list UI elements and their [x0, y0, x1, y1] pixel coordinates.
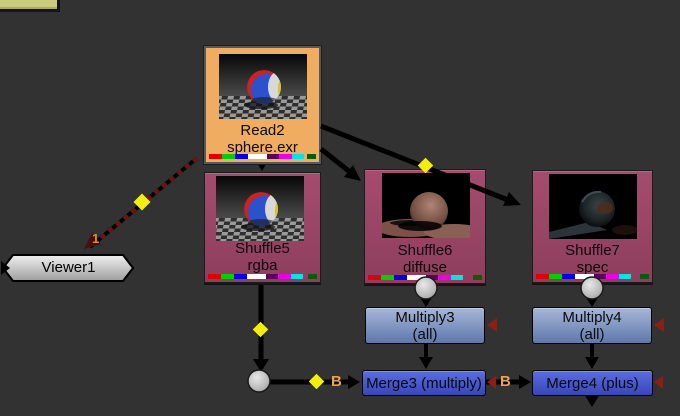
node-merge4[interactable]: Merge4 (plus): [532, 370, 653, 396]
channel-swatch: [235, 154, 248, 159]
channel-swatch: [222, 154, 235, 159]
channel-swatch: [209, 154, 222, 159]
shuffle6-output-dot[interactable]: [414, 276, 438, 300]
shuffle7-thumbnail: [549, 174, 637, 239]
channel-swatch: [549, 274, 562, 279]
channel-swatch: [221, 274, 234, 279]
arrowhead: [519, 375, 531, 389]
arrowhead: [348, 375, 360, 389]
channel-swatch: [279, 154, 292, 159]
merge3-b-input-label: B: [331, 373, 342, 390]
shuffle5-thumbnail: [216, 176, 304, 241]
node-merge3[interactable]: Merge3 (multiply): [362, 370, 486, 396]
channel-swatch: [381, 275, 394, 280]
node-title: Merge3 (multiply): [366, 375, 482, 392]
arrowhead: [344, 165, 361, 181]
node-multiply3[interactable]: Multiply3 (all): [365, 307, 485, 344]
channel-swatch: [473, 275, 482, 280]
merge4-b-input-label: B: [500, 373, 511, 390]
merge4-output-arrowhead: [584, 394, 600, 407]
channel-swatch: [278, 274, 291, 279]
channel-swatch: [438, 275, 451, 280]
node-subtitle: spec: [576, 259, 609, 276]
merge3-mask-arrow[interactable]: [487, 376, 496, 389]
viewer-input-arrow: [1, 261, 10, 275]
channel-swatch: [368, 275, 381, 280]
node-title: Merge4 (plus): [546, 375, 639, 392]
arrowhead: [419, 357, 433, 369]
channel-swatch-strip: [536, 274, 649, 279]
node-subtitle: (all): [412, 326, 438, 343]
multiply4-mask-arrow[interactable]: [654, 318, 664, 332]
node-title: Multiply3: [395, 309, 455, 326]
viewer-connection-arrowhead: [84, 233, 101, 249]
arrowhead: [585, 357, 599, 369]
channel-swatch: [394, 275, 407, 280]
channel-swatch-strip: [209, 154, 316, 159]
channel-swatch: [266, 274, 278, 279]
channel-swatch: [640, 274, 649, 279]
read2-thumbnail: [219, 54, 307, 119]
node-read2[interactable]: Read2 sphere.exr: [204, 46, 321, 164]
channel-swatch: [247, 274, 266, 279]
multiply3-mask-arrow[interactable]: [487, 318, 497, 332]
channel-swatch: [248, 154, 267, 159]
node-multiply4[interactable]: Multiply4 (all): [532, 307, 652, 344]
arrowhead: [253, 359, 269, 372]
channel-swatch: [307, 154, 316, 159]
node-title: Multiply4: [562, 309, 622, 326]
channel-swatch: [562, 274, 575, 279]
merge4-mask-arrow[interactable]: [654, 376, 663, 389]
channel-swatch: [619, 274, 631, 279]
node-subtitle: (all): [579, 326, 605, 343]
channel-swatch-strip: [368, 275, 482, 280]
channel-swatch: [606, 274, 619, 279]
wire-read2-shuffle7[interactable]: [320, 123, 509, 203]
channel-swatch: [407, 275, 426, 280]
channel-swatch: [291, 274, 303, 279]
channel-swatch: [594, 274, 606, 279]
node-title: Shuffle7: [565, 242, 620, 259]
channel-swatch: [536, 274, 549, 279]
wire-read2-shuffle6[interactable]: [319, 147, 352, 174]
node-title: Viewer1: [41, 259, 96, 276]
node-shuffle7[interactable]: Shuffle7 spec: [532, 170, 653, 283]
channel-swatch: [292, 154, 304, 159]
channel-swatch: [267, 154, 279, 159]
node-shuffle5[interactable]: Shuffle5 rgba: [204, 172, 321, 283]
channel-swatch: [575, 274, 594, 279]
node-title: Shuffle6: [397, 242, 453, 259]
wire-marker-diamond: [417, 157, 434, 174]
node-title: Read2: [240, 122, 285, 139]
channel-swatch: [451, 275, 463, 280]
node-subtitle: sphere.exr: [227, 139, 298, 156]
dot-node[interactable]: [247, 369, 271, 393]
shuffle7-output-dot[interactable]: [580, 276, 604, 300]
viewer-connection-dashed[interactable]: [88, 156, 199, 249]
offscreen-node-edge[interactable]: [0, 0, 60, 12]
node-title: Shuffle5: [235, 240, 290, 257]
node-shuffle6[interactable]: Shuffle6 diffuse: [364, 169, 486, 284]
channel-swatch-strip: [208, 274, 317, 279]
channel-swatch: [234, 274, 247, 279]
channel-swatch: [208, 274, 221, 279]
node-subtitle: rgba: [247, 257, 278, 274]
node-subtitle: diffuse: [403, 259, 447, 276]
viewer-input-number-label: 1: [92, 231, 100, 246]
channel-swatch: [426, 275, 438, 280]
shuffle6-thumbnail: [382, 173, 470, 238]
channel-swatch: [308, 274, 317, 279]
arrowhead: [503, 192, 521, 206]
